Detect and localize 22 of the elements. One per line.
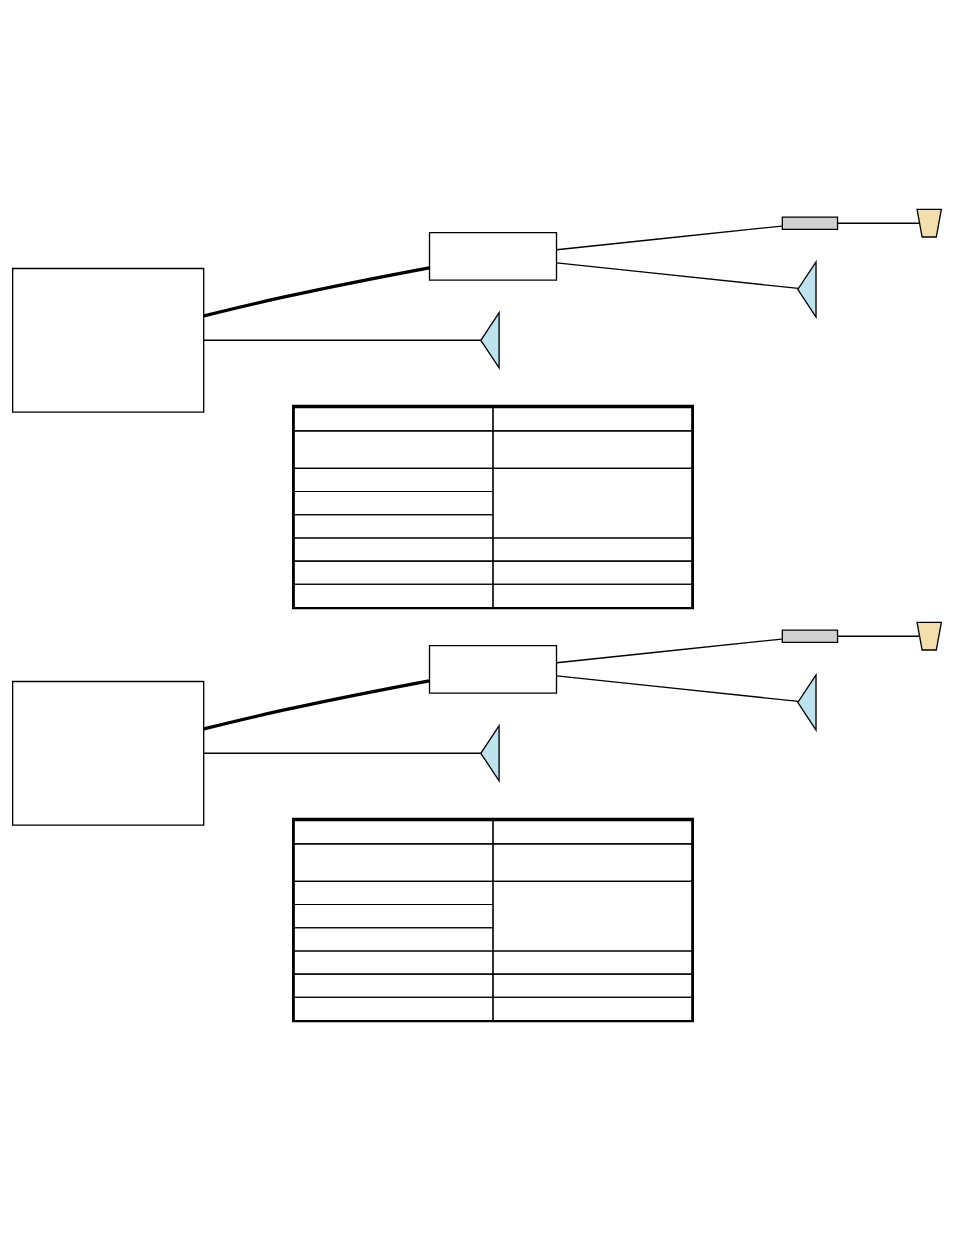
connector [836,635,920,637]
node-clamp [797,672,817,732]
connector [556,224,783,250]
node-bar [781,629,839,643]
node-clamp [797,259,817,319]
node-clamp [480,309,500,370]
connector [836,222,920,224]
node-cone [916,208,943,238]
connector [556,674,800,702]
connector [203,678,430,731]
connector [556,637,783,663]
node-box [428,644,558,694]
connector [203,265,430,318]
node-box [12,267,205,413]
node-cone [916,621,943,651]
connector [203,339,482,341]
node-clamp [480,722,500,783]
node-bar [781,216,839,230]
node-box [428,231,558,281]
node-box [12,680,205,826]
connector [203,752,482,754]
connector [556,261,800,289]
